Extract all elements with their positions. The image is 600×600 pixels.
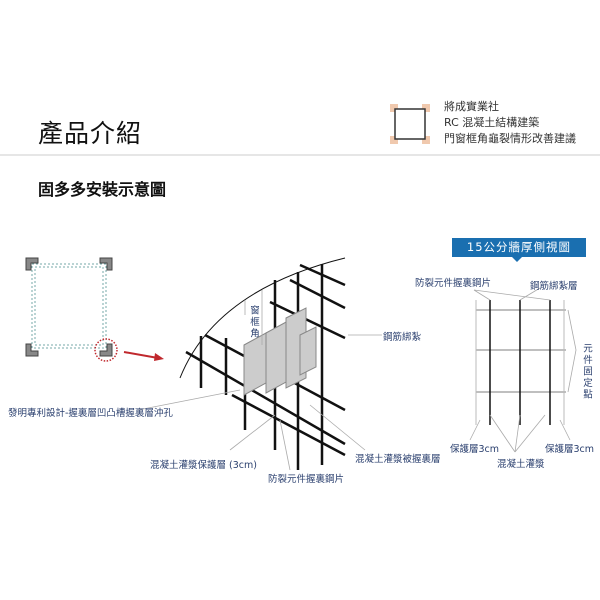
side-label-protect-left: 保護層3cm (450, 444, 500, 455)
side-label-steel-plate: 防裂元件握裏鋼片 (415, 278, 492, 289)
side-label-fix-point: 元件固定點 (581, 343, 592, 401)
company-name: 將成實業社 (444, 100, 499, 113)
company-line-3: 門窗框角龜裂情形改善建議 (444, 132, 576, 145)
arrow-icon (123, 351, 164, 361)
label-protect-layer: 混凝土灌漿保護層 (3cm) (150, 460, 257, 471)
side-view-banner: 15公分牆厚側視圖 (452, 238, 586, 262)
label-patent: 發明專利設計-握裏層凹凸槽握裏層沖孔 (8, 408, 173, 419)
rebar-mesh (137, 257, 382, 471)
company-line-2: RC 混凝土結構建築 (444, 116, 540, 129)
logo-icon (390, 104, 430, 144)
label-rebar-tie: 鋼筋綁紮 (383, 332, 422, 343)
page-title: 產品介紹 (38, 119, 143, 148)
side-label-protect-right: 保護層3cm (545, 444, 595, 455)
side-view-graphic (469, 287, 577, 453)
label-grip-layer: 混凝土灌漿被握裏層 (355, 454, 441, 465)
side-label-concrete: 混凝土灌漿 (497, 459, 545, 470)
label-steel-plate: 防裂元件握裏鋼片 (268, 474, 345, 485)
window-frame-icon (25, 257, 118, 362)
side-label-rebar-layer: 鋼筋綁紮層 (530, 281, 578, 292)
section-subtitle: 固多多安裝示意圖 (38, 180, 167, 199)
label-window-corner: 窗框角 (248, 305, 259, 340)
